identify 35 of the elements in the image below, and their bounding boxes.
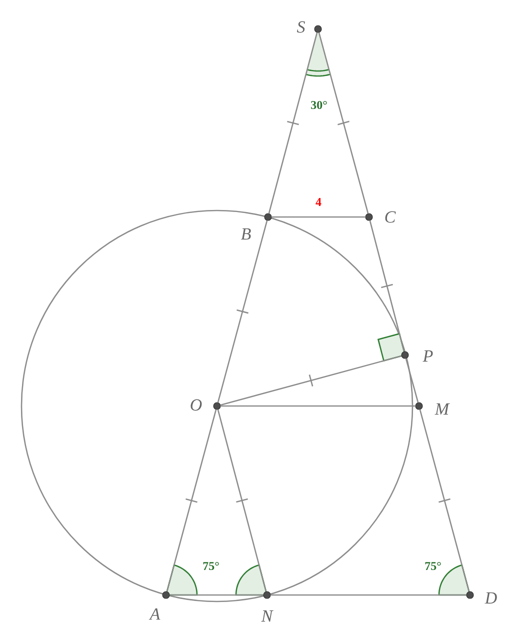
point [466, 591, 474, 599]
segment [318, 32, 369, 214]
point-label: O [190, 399, 202, 411]
point [365, 213, 373, 221]
segment [217, 410, 267, 592]
angle-label: 75° [425, 562, 441, 570]
segment [166, 410, 217, 592]
angle-label: 30° [311, 100, 327, 110]
point-label: C [385, 211, 396, 223]
point [213, 402, 221, 410]
point [162, 591, 170, 599]
point-label: A [148, 608, 160, 620]
segment [270, 594, 466, 596]
segment [268, 32, 318, 214]
point [401, 351, 409, 359]
point-label: D [484, 592, 497, 604]
segment [170, 594, 264, 596]
segment [419, 410, 470, 592]
edge-label: 4 [316, 198, 322, 206]
point [314, 25, 322, 33]
point-label: P [422, 350, 433, 362]
point-label: M [434, 403, 450, 415]
segment [220, 355, 402, 406]
point-label: N [261, 610, 274, 622]
point-label: B [240, 228, 251, 240]
point [263, 591, 271, 599]
point [264, 213, 272, 221]
segment [217, 220, 268, 402]
point [415, 402, 423, 410]
point-label: S [296, 21, 305, 33]
segment [369, 220, 405, 352]
segment [405, 358, 419, 403]
angle-label: 75° [203, 562, 219, 570]
segment [272, 216, 366, 218]
segment [220, 405, 416, 407]
